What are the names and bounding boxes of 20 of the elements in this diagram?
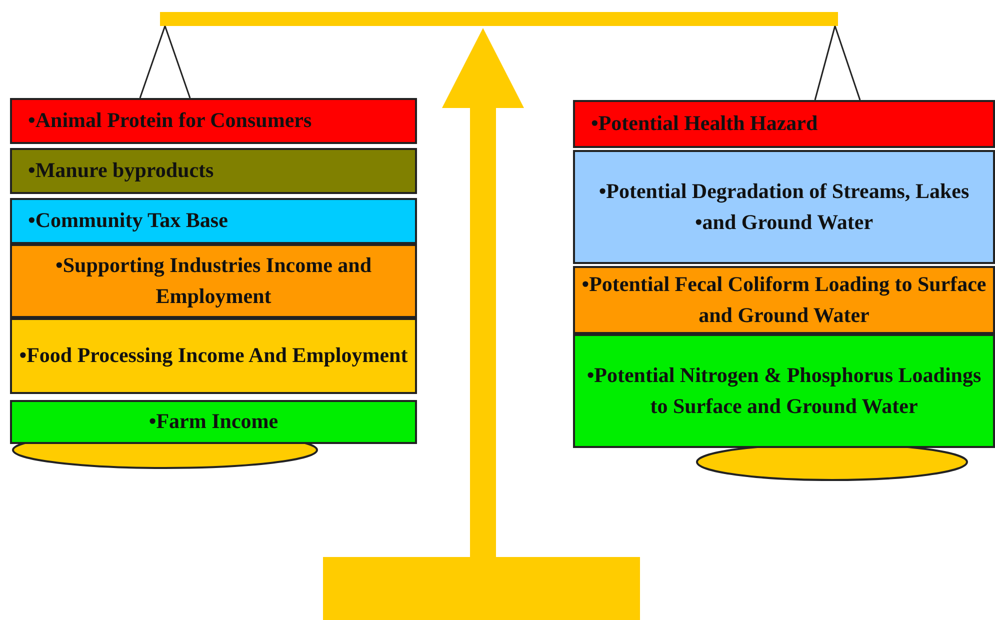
stacked-weight-block xyxy=(10,244,417,318)
stacked-weight-block xyxy=(10,318,417,394)
block-text: •Potential Degradation of Streams, Lakes •and Ground Water xyxy=(598,178,970,236)
stacked-weight-block xyxy=(573,100,995,148)
stacked-weight-block xyxy=(573,334,995,448)
block-text: •Community Tax Base xyxy=(28,207,229,234)
block-text: •Potential Health Hazard xyxy=(591,110,819,138)
stacked-weight-block xyxy=(10,198,417,244)
block-text: •Potential Nitrogen & Phosphorus Loadings to Surface and Ground Water xyxy=(586,362,982,420)
stacked-weight-block xyxy=(573,266,995,334)
block-text: •Food Processing Income And Employment xyxy=(18,342,409,370)
stacked-weight-block xyxy=(10,400,417,444)
stacked-weight-block xyxy=(10,148,417,194)
block-text: •Manure byproducts xyxy=(28,157,215,184)
stacked-weight-block xyxy=(10,98,417,144)
block-text: •Animal Protein for Consumers xyxy=(28,107,313,134)
block-text: •Supporting Industries Income and Employment xyxy=(54,252,372,310)
stacked-weight-block xyxy=(573,150,995,264)
block-text: •Farm Income xyxy=(148,408,280,436)
block-text: •Potential Fecal Coliform Loading to Surface and Ground Water xyxy=(581,270,987,329)
